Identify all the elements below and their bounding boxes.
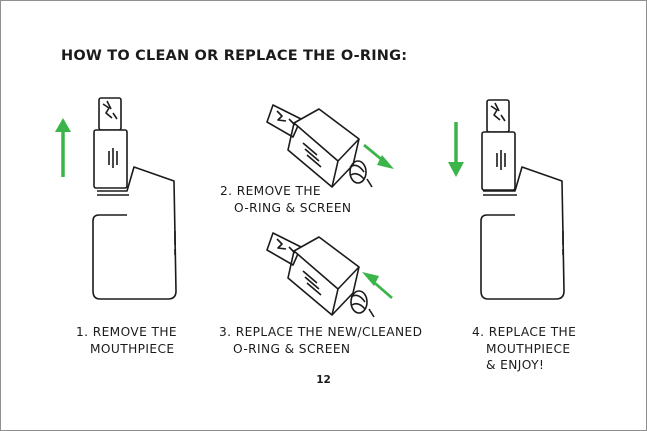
step-2-line1: 2. REMOVE THE — [220, 183, 351, 200]
page-number: 12 — [1, 374, 646, 386]
step-2-line2: O-RING & SCREEN — [220, 200, 351, 217]
device-step2 — [267, 105, 394, 187]
step-4-caption: 4. REPLACE THE MOUTHPIECE & ENJOY! — [472, 324, 576, 374]
step-3-caption: 3. REPLACE THE NEW/CLEANED O-RING & SCRE… — [219, 324, 422, 357]
step-1-caption: 1. REMOVE THE MOUTHPIECE — [76, 324, 177, 357]
device-step4 — [448, 100, 564, 299]
step-4-line3: & ENJOY! — [472, 357, 576, 374]
step-4-line2: MOUTHPIECE — [472, 341, 576, 358]
step-1-line1: 1. REMOVE THE — [76, 324, 177, 341]
device-step3 — [267, 233, 392, 317]
step-4-line1: 4. REPLACE THE — [472, 324, 576, 341]
step-1-line2: MOUTHPIECE — [76, 341, 177, 358]
step-2-caption: 2. REMOVE THE O-RING & SCREEN — [220, 183, 351, 216]
device-step1 — [55, 98, 176, 299]
step-3-line2: O-RING & SCREEN — [219, 341, 422, 358]
step-3-line1: 3. REPLACE THE NEW/CLEANED — [219, 324, 422, 341]
